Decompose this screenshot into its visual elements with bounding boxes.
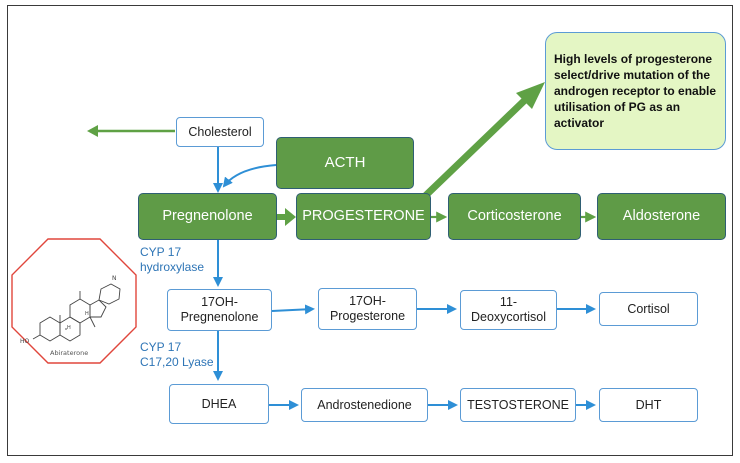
enzyme-hydroxylase-line1: CYP 17	[140, 245, 182, 259]
node-pregnenolone-label: Pregnenolone	[162, 207, 253, 224]
node-cholesterol-label: Cholesterol	[188, 124, 252, 139]
node-acth-label: ACTH	[324, 154, 366, 171]
enzyme-cyp17-hydroxylase: CYP 17 hydroxylase	[140, 245, 204, 275]
node-17oh-pregnenolone: 17OH- Pregnenolone	[167, 289, 272, 331]
node-testosterone-label: TESTOSTERONE	[467, 397, 569, 412]
octagon-frame	[11, 238, 137, 364]
node-17oh-progesterone-line1: 17OH-	[349, 294, 386, 308]
node-11-deoxycortisol-line2: Deoxycortisol	[470, 310, 547, 324]
node-acth: ACTH	[276, 137, 414, 189]
node-corticosterone: Corticosterone	[448, 193, 581, 240]
progesterone-note: High levels of progesterone select/drive…	[545, 32, 726, 150]
node-dht: DHT	[599, 388, 698, 422]
node-pregnenolone: Pregnenolone	[138, 193, 277, 240]
node-dhea-label: DHEA	[201, 396, 237, 411]
enzyme-cyp17-lyase: CYP 17 C17,20 Lyase	[140, 340, 214, 370]
progesterone-to-note-arrow	[419, 82, 545, 202]
progesterone-note-text: High levels of progesterone select/drive…	[554, 51, 717, 131]
node-17oh-pregnenolone-line2: Pregnenolone	[180, 310, 259, 324]
node-progesterone-label: PROGESTERONE	[302, 207, 425, 224]
17oh-pregnenolone-to-17oh-progesterone-arrow	[271, 304, 315, 315]
node-11-deoxycortisol-line1: 11-	[499, 295, 518, 309]
node-dhea: DHEA	[169, 384, 269, 424]
node-17oh-pregnenolone-line1: 17OH-	[201, 295, 238, 309]
h-label-1: H	[67, 325, 71, 331]
acth-to-pregnenolone-arrow	[222, 164, 277, 188]
node-cortisol-label: Cortisol	[627, 301, 670, 316]
n-label: N	[112, 275, 117, 282]
node-cholesterol: Cholesterol	[176, 117, 264, 147]
node-testosterone: TESTOSTERONE	[460, 388, 576, 422]
node-cortisol: Cortisol	[599, 292, 698, 326]
enzyme-lyase-line2: C17,20 Lyase	[140, 355, 214, 369]
ho-label: HO	[20, 338, 30, 345]
pregnenolone-to-progesterone-arrow	[277, 208, 296, 226]
node-androstenedione-label: Androstenedione	[317, 397, 412, 412]
diagram-frame	[7, 5, 733, 456]
node-dht-label: DHT	[635, 397, 662, 412]
node-corticosterone-label: Corticosterone	[467, 207, 562, 224]
node-aldosterone: Aldosterone	[597, 193, 726, 240]
node-aldosterone-label: Aldosterone	[622, 207, 701, 224]
cholesterol-left-arrow	[87, 125, 175, 137]
enzyme-lyase-line1: CYP 17	[140, 340, 182, 354]
abiraterone-structure: HO N H H Abiraterone	[11, 238, 137, 364]
molecule-caption: Abiraterone	[50, 349, 88, 357]
enzyme-hydroxylase-line2: hydroxylase	[140, 260, 205, 274]
node-androstenedione: Androstenedione	[301, 388, 428, 422]
node-17oh-progesterone-line2: Progesterone	[329, 309, 406, 323]
node-progesterone: PROGESTERONE	[296, 193, 431, 240]
node-17oh-progesterone: 17OH- Progesterone	[318, 288, 417, 330]
node-11-deoxycortisol: 11- Deoxycortisol	[460, 290, 557, 330]
h-label-2: H	[85, 311, 89, 317]
